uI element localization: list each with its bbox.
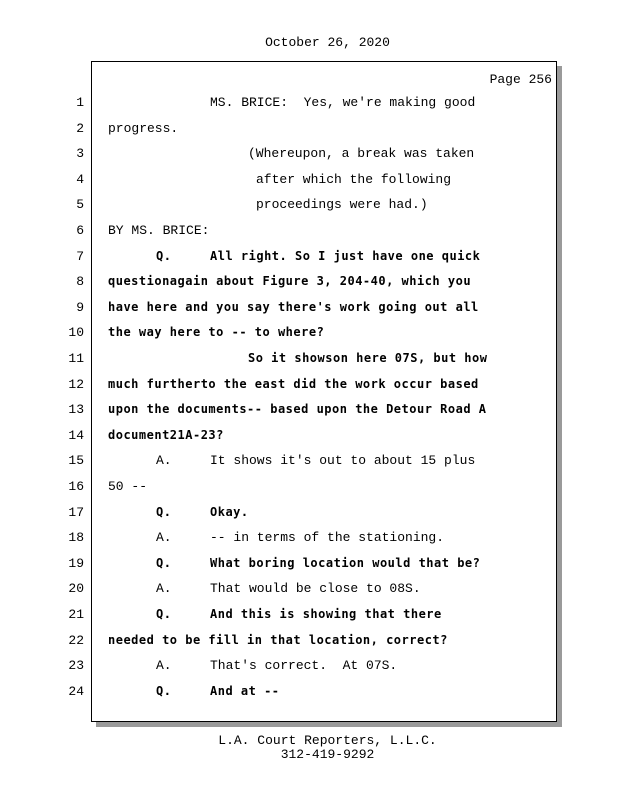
transcript-line: 5 proceedings were had.)	[0, 197, 560, 217]
line-number: 15	[68, 453, 84, 469]
speaker-label: Q.	[156, 683, 172, 698]
transcript-line: 13 upon the documents-- based upon the De…	[0, 402, 560, 422]
line-number: 21	[68, 607, 84, 622]
line-text: proceedings were had.)	[256, 197, 428, 213]
line-text: (Whereupon, a break was taken	[248, 146, 475, 162]
line-number: 12	[68, 376, 84, 392]
line-number: 13	[68, 402, 84, 418]
transcript-line: 11 So it showson here 07S, but how	[0, 351, 560, 371]
line-number: 11	[68, 351, 84, 366]
line-number: 7	[76, 248, 84, 264]
line-number: 17	[68, 504, 84, 520]
line-number: 5	[76, 197, 84, 213]
reporter-company: L.A. Court Reporters, L.L.C.	[218, 733, 437, 748]
transcript-line: 3 (Whereupon, a break was taken	[0, 146, 560, 166]
transcript-line: 17 Q. Okay.	[0, 505, 560, 525]
line-number: 19	[68, 555, 84, 571]
transcript-line: 20 A. That would be close to 08S.	[0, 581, 560, 601]
transcript-line: 22 needed to be fill in that location, co…	[0, 633, 560, 653]
transcript-line: 24 Q. And at --	[0, 684, 560, 704]
line-text: 50 --	[108, 479, 148, 494]
line-text: MS. BRICE: Yes, we're making good	[210, 95, 476, 110]
transcript-line: 1 MS. BRICE: Yes, we're making good	[0, 95, 560, 115]
transcript-line: 10 the way here to -- to where?	[0, 325, 560, 345]
line-number: 20	[68, 581, 84, 597]
line-number: 4	[76, 171, 84, 187]
line-text: So it showson here 07S, but how	[248, 351, 488, 365]
transcript-line: 23 A. That's correct. At 07S.	[0, 658, 560, 678]
line-text: And at --	[210, 683, 280, 698]
line-text: It shows it's out to about 15 plus	[210, 453, 476, 469]
speaker-label: A.	[156, 453, 172, 469]
line-number: 16	[68, 479, 84, 494]
line-number: 22	[68, 632, 84, 648]
speaker-label: Q.	[156, 607, 172, 621]
transcript-line: 7 Q. All right. So I just have one quick	[0, 249, 560, 269]
line-number: 14	[68, 427, 84, 443]
speaker-label: A.	[156, 581, 172, 597]
line-number: 10	[68, 325, 84, 341]
line-text: questionagain about Figure 3, 204-40, wh…	[108, 274, 472, 289]
transcript-line: 4 after which the following	[0, 172, 560, 192]
transcript-line: 18 A. -- in terms of the stationing.	[0, 530, 560, 550]
transcript-line: 21 Q. And this is showing that there	[0, 607, 560, 627]
line-text: needed to be fill in that location, corr…	[108, 632, 448, 647]
line-text: the way here to -- to where?	[108, 325, 325, 340]
line-text: document21A-23?	[108, 427, 224, 442]
line-text: And this is showing that there	[210, 607, 442, 621]
transcript-line: 2 progress.	[0, 121, 560, 141]
transcript-line: 15 A. It shows it's out to about 15 plus	[0, 453, 560, 473]
speaker-label: Q.	[156, 504, 172, 519]
transcript-date: October 26, 2020	[265, 35, 390, 50]
transcript-line: 8 questionagain about Figure 3, 204-40, w…	[0, 274, 560, 294]
line-text: -- in terms of the stationing.	[210, 530, 445, 546]
line-number: 8	[76, 274, 84, 290]
reporter-phone: 312-419-9292	[280, 747, 375, 762]
speaker-label: A.	[156, 530, 172, 546]
line-number: 18	[68, 530, 84, 546]
speaker-label: A.	[156, 658, 172, 674]
line-text: have here and you say there's work going…	[108, 299, 479, 314]
line-number: 1	[76, 95, 84, 110]
line-number: 6	[76, 223, 84, 238]
line-number: 24	[68, 683, 84, 699]
line-number: 3	[76, 146, 84, 162]
line-number: 23	[68, 658, 84, 674]
line-text: All right. So I just have one quick	[210, 248, 481, 263]
line-text: Okay.	[210, 504, 249, 519]
page-number: Page 256	[489, 72, 552, 87]
speaker-label: Q.	[156, 555, 172, 570]
line-text: That's correct. At 07S.	[210, 658, 398, 674]
line-text: What boring location would that be?	[210, 555, 481, 570]
transcript-line: 14 document21A-23?	[0, 428, 560, 448]
line-text: much furtherto the east did the work occ…	[108, 376, 479, 391]
line-text: That would be close to 08S.	[210, 581, 421, 597]
speaker-label: Q.	[156, 248, 172, 263]
line-text: after which the following	[256, 171, 452, 187]
transcript-line: 19 Q. What boring location would that be?	[0, 556, 560, 576]
transcript-page	[91, 61, 557, 722]
line-text: upon the documents-- based upon the Deto…	[108, 402, 487, 417]
line-number: 9	[76, 299, 84, 315]
line-number: 2	[76, 120, 84, 136]
transcript-line: 9 have here and you say there's work goin…	[0, 300, 560, 320]
line-text: progress.	[108, 120, 179, 136]
transcript-line: 6 BY MS. BRICE:	[0, 223, 560, 243]
transcript-line: 12 much furtherto the east did the work o…	[0, 377, 560, 397]
line-text: BY MS. BRICE:	[108, 223, 210, 238]
transcript-line: 16 50 --	[0, 479, 560, 499]
